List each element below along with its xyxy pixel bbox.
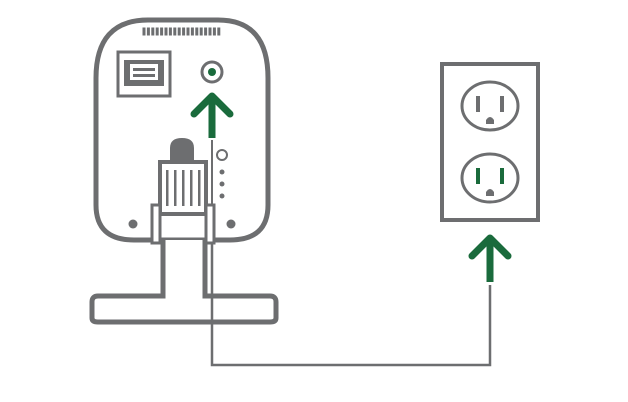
vent-slot [160,27,164,36]
vent-slot [204,27,208,36]
power-plug-icon [150,138,216,245]
status-indicators [216,149,228,199]
camera-stand [89,240,279,325]
screw-hole-left [128,219,138,229]
ethernet-port-icon [116,50,172,98]
plug-ridge [198,170,201,206]
vent-slot [208,27,212,36]
vent-slot [199,27,203,36]
plug-ridge [190,170,193,206]
vent-slot [142,27,146,36]
wall-outlet-icon [440,62,540,222]
arrow-up-icon [468,234,512,282]
vent-slot [146,27,150,36]
camera-back-icon [93,17,271,243]
plug-ridge [174,170,177,206]
vent-slot [168,27,172,36]
outlet-socket-top [460,80,520,132]
vent-slot [151,27,155,36]
vent-slot [217,27,221,36]
screw-hole-right [226,219,236,229]
arrow-up-icon [190,92,234,138]
vent-slot [173,27,177,36]
power-jack-icon [200,60,224,84]
vent-slot [164,27,168,36]
vent-grille [142,27,221,36]
plug-ridge [166,170,169,206]
vent-slot [186,27,190,36]
vent-slot [195,27,199,36]
vent-slot [155,27,159,36]
vent-slot [212,27,216,36]
plug-ridge [182,170,185,206]
vent-slot [190,27,194,36]
vent-slot [182,27,186,36]
vent-slot [177,27,181,36]
outlet-socket-bottom [460,152,520,204]
